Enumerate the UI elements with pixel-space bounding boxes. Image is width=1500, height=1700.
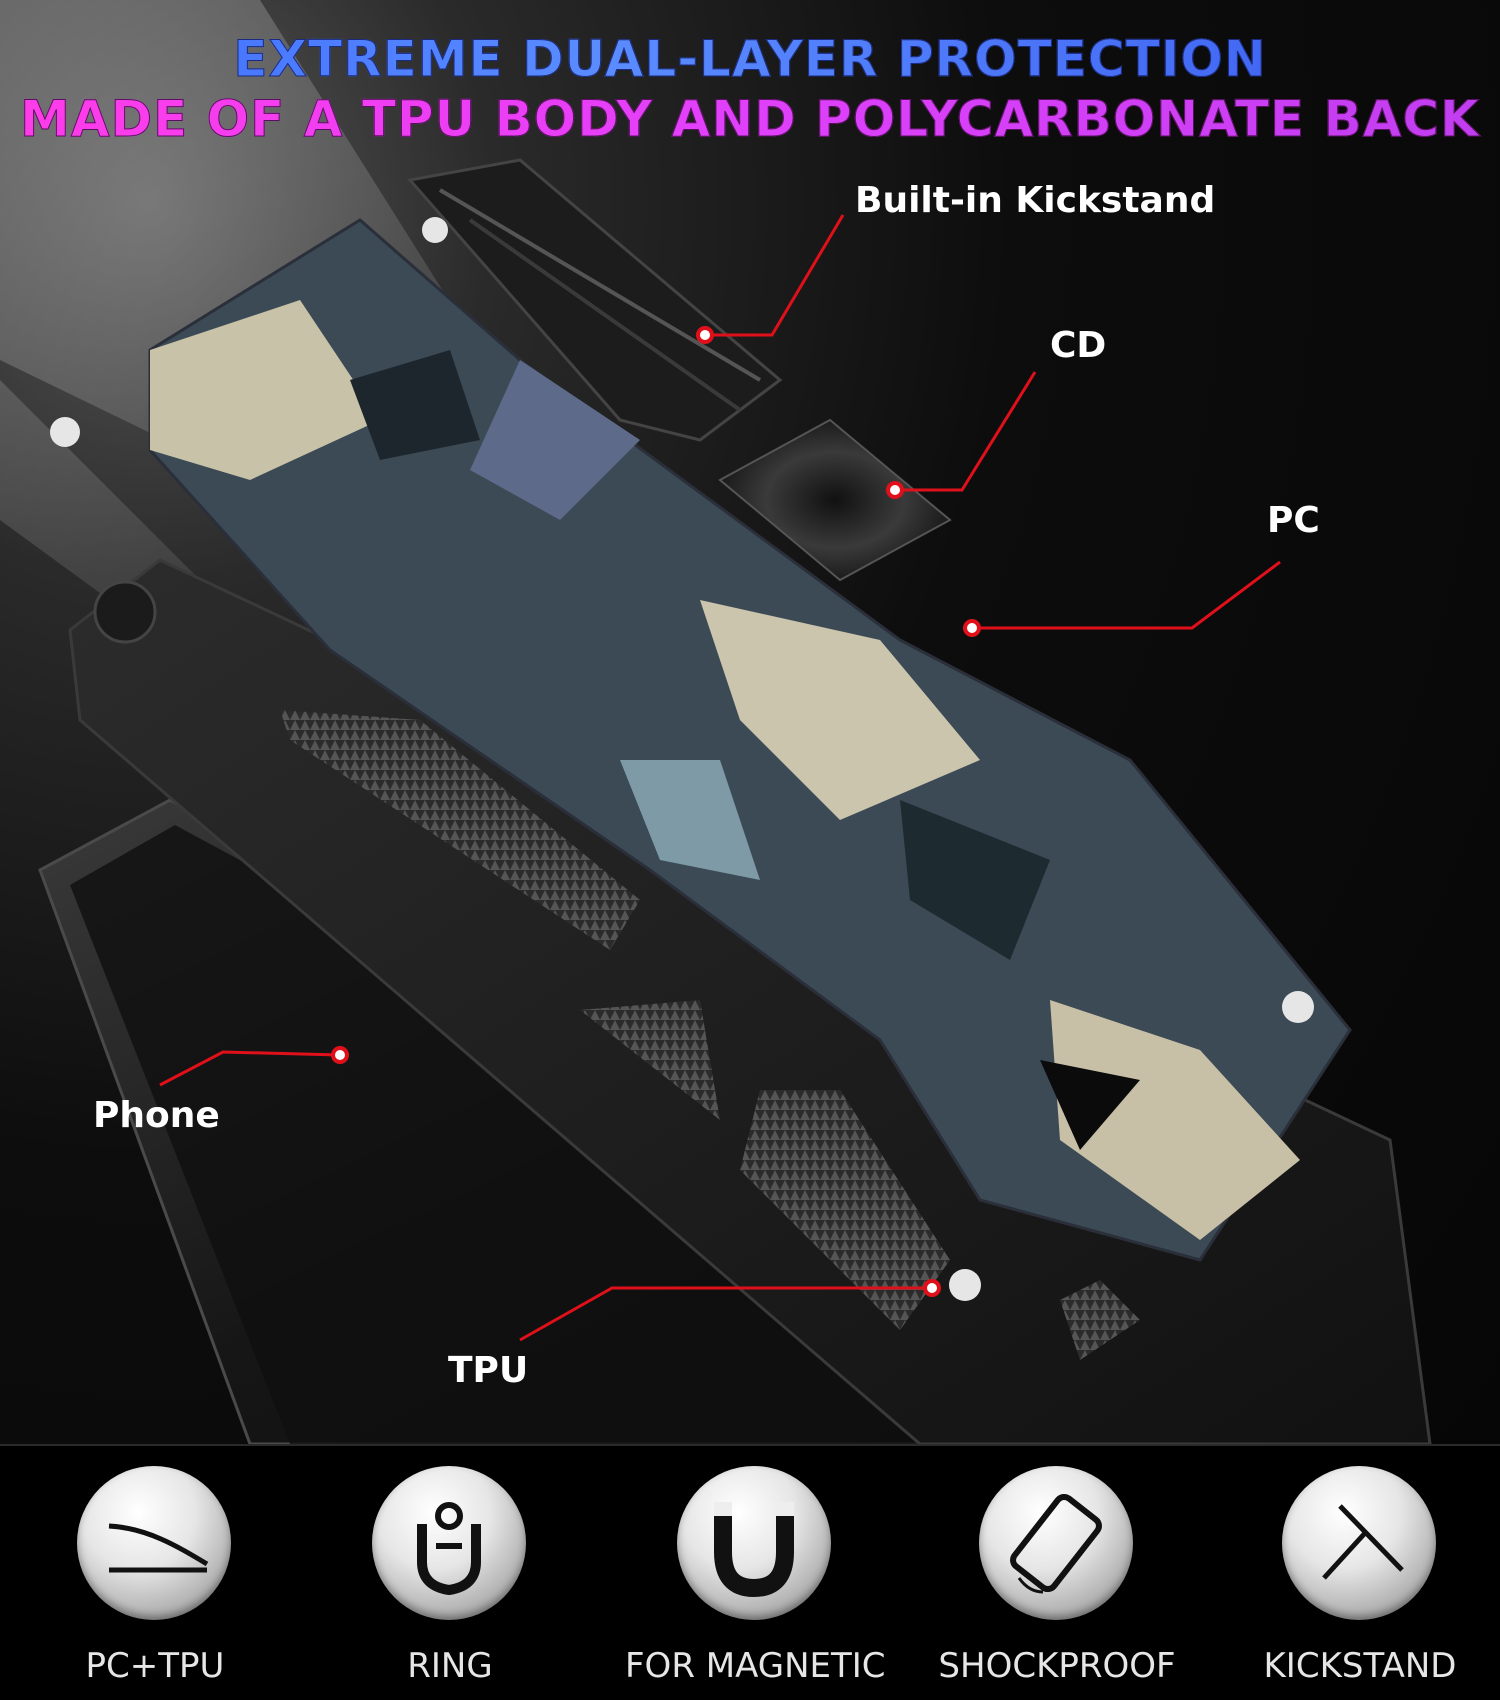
- feature-shockproof: SHOCKPROOF: [927, 1466, 1187, 1696]
- cd-plate-illustration: [718, 418, 952, 582]
- kickstand-icon: [1282, 1466, 1436, 1620]
- callout-label-kickstand: Built-in Kickstand: [855, 180, 1216, 221]
- callout-dot-kickstand: [696, 326, 714, 344]
- layers-curve-icon: [77, 1466, 231, 1620]
- feature-strip: PC+TPU RING FOR MAGNETIC: [0, 1444, 1500, 1700]
- headline-line-2: MADE OF A TPU BODY AND POLYCARBONATE BAC…: [0, 90, 1500, 149]
- callout-lines: [159, 214, 1281, 1342]
- pc-back-illustration: [148, 218, 1352, 1262]
- feature-label: KICKSTAND: [1263, 1646, 1457, 1686]
- callout-dot-pc: [963, 619, 981, 637]
- callout-line-tpu: [519, 1286, 932, 1342]
- callout-line-pc: [972, 560, 1281, 630]
- feature-magnetic: FOR MAGNETIC: [625, 1466, 886, 1696]
- feature-label: RING: [407, 1646, 493, 1686]
- callout-label-cd: CD: [1050, 325, 1107, 366]
- kickstand-illustration: [407, 158, 783, 442]
- ring-icon: [372, 1466, 526, 1620]
- callout-line-phone: [159, 1050, 341, 1087]
- callout-label-phone: Phone: [93, 1095, 220, 1136]
- callout-dot-cd: [886, 481, 904, 499]
- feature-ring: RING: [320, 1466, 580, 1696]
- magnet-icon: [677, 1466, 831, 1620]
- feature-label: SHOCKPROOF: [938, 1646, 1176, 1686]
- feature-pc-tpu: PC+TPU: [25, 1466, 285, 1696]
- headline-line-1: EXTREME DUAL-LAYER PROTECTION: [0, 30, 1500, 89]
- callout-label-tpu: TPU: [448, 1350, 529, 1391]
- callout-dot-phone: [331, 1046, 349, 1064]
- callout-dots: [331, 326, 981, 1297]
- callout-label-pc: PC: [1267, 500, 1320, 541]
- callout-dot-tpu: [923, 1279, 941, 1297]
- exploded-case-illustration: [0, 0, 1432, 1444]
- feature-kickstand: KICKSTAND: [1230, 1466, 1490, 1696]
- screw-icons: [50, 217, 1314, 1301]
- callout-line-kickstand: [705, 214, 845, 337]
- callout-line-cd: [895, 371, 1037, 492]
- feature-label: PC+TPU: [85, 1646, 225, 1686]
- shockproof-phone-icon: [979, 1466, 1133, 1620]
- feature-label: FOR MAGNETIC: [625, 1646, 886, 1686]
